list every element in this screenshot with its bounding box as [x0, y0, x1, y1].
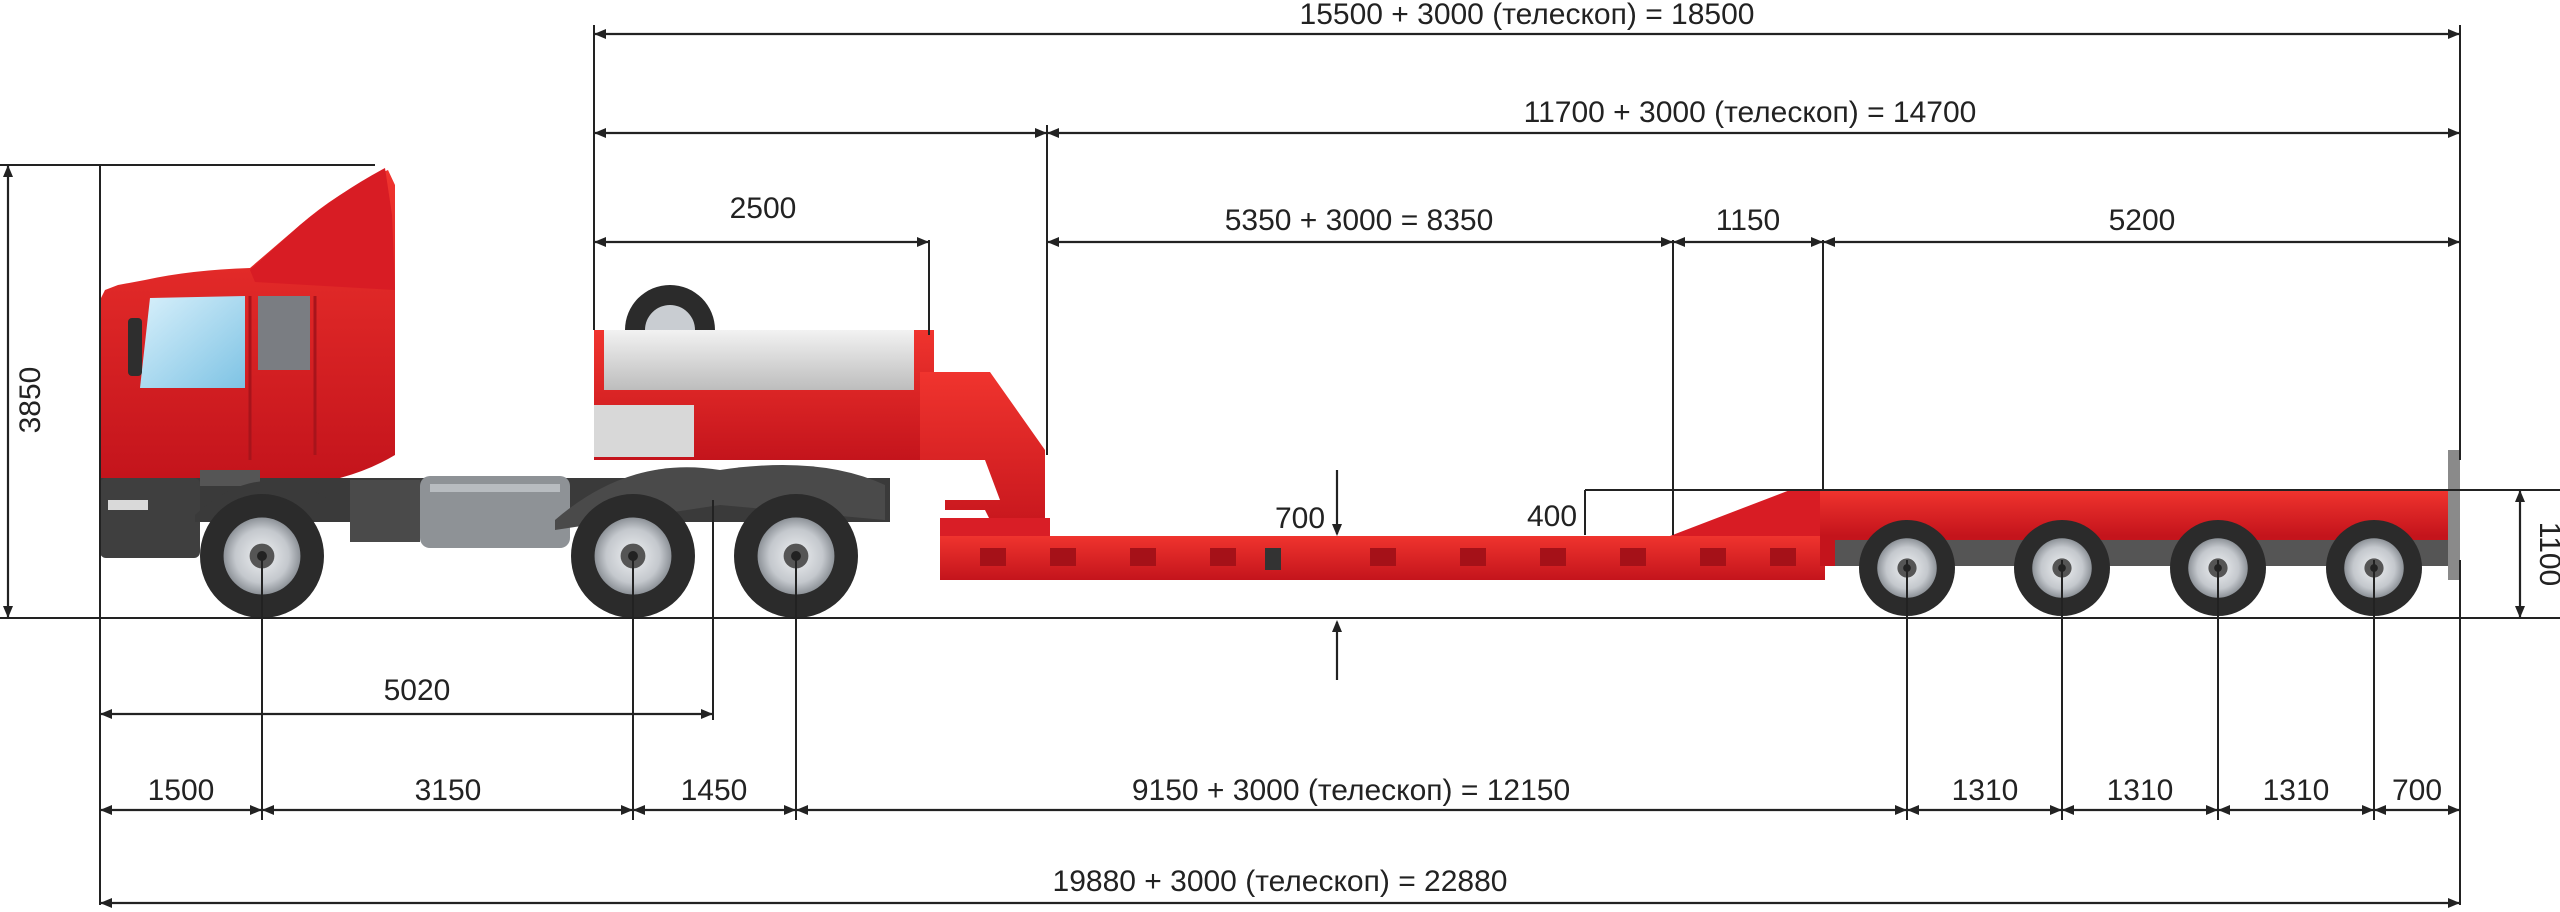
dim-overall: 19880 + 3000 (телескоп) = 22880 — [1053, 865, 1508, 898]
wheel-icon — [734, 494, 858, 618]
dim-deck-total: 11700 + 3000 (телескоп) = 14700 — [1524, 96, 1977, 129]
mirror — [128, 318, 142, 376]
roof-spoiler — [250, 168, 395, 290]
gooseneck-neck — [920, 372, 1045, 540]
dim-deck-height-low: 700 — [1275, 502, 1325, 535]
dim-rear-overhang: 700 — [2392, 774, 2442, 807]
dim-fifth-wheel: 5020 — [384, 674, 451, 707]
dim-axle-gap-1: 1310 — [1952, 774, 2019, 807]
gooseneck-cover — [604, 330, 914, 390]
dim-axle-gap-3: 1310 — [2263, 774, 2330, 807]
side-window — [258, 296, 310, 370]
dim-wheelbase-2: 1450 — [681, 774, 748, 807]
dim-trailer-span: 9150 + 3000 (телескоп) = 12150 — [1132, 774, 1570, 807]
dim-rear-deck: 5200 — [2109, 204, 2176, 237]
dim-gooseneck: 2500 — [730, 192, 797, 225]
dim-ramp: 1150 — [1716, 204, 1781, 237]
deck-rivets — [980, 548, 1796, 570]
trailer — [594, 285, 2460, 580]
dim-height-total: 3850 — [14, 367, 47, 434]
deck-ramp — [1670, 490, 1825, 536]
dim-front-overhang: 1500 — [148, 774, 215, 807]
cab-step — [200, 470, 260, 486]
dim-total-top: 15500 + 3000 (телескоп) = 18500 — [1300, 0, 1755, 31]
dim-axle-gap-2: 1310 — [2107, 774, 2174, 807]
dim-rear-height: 1100 — [2533, 522, 2560, 587]
windshield — [140, 296, 245, 388]
front-bumper — [100, 478, 200, 558]
wheel-icon — [571, 494, 695, 618]
battery-box — [350, 480, 420, 542]
wheel-icon — [200, 494, 324, 618]
dim-low-deck: 5350 + 3000 = 8350 — [1225, 204, 1494, 237]
fuel-tank — [420, 476, 570, 548]
dimension-lines — [0, 25, 2560, 908]
dim-wheelbase-1: 3150 — [415, 774, 482, 807]
spare-wheel-icon — [625, 285, 715, 330]
rear-post — [2448, 450, 2460, 580]
dim-deck-height-step: 400 — [1527, 500, 1577, 533]
